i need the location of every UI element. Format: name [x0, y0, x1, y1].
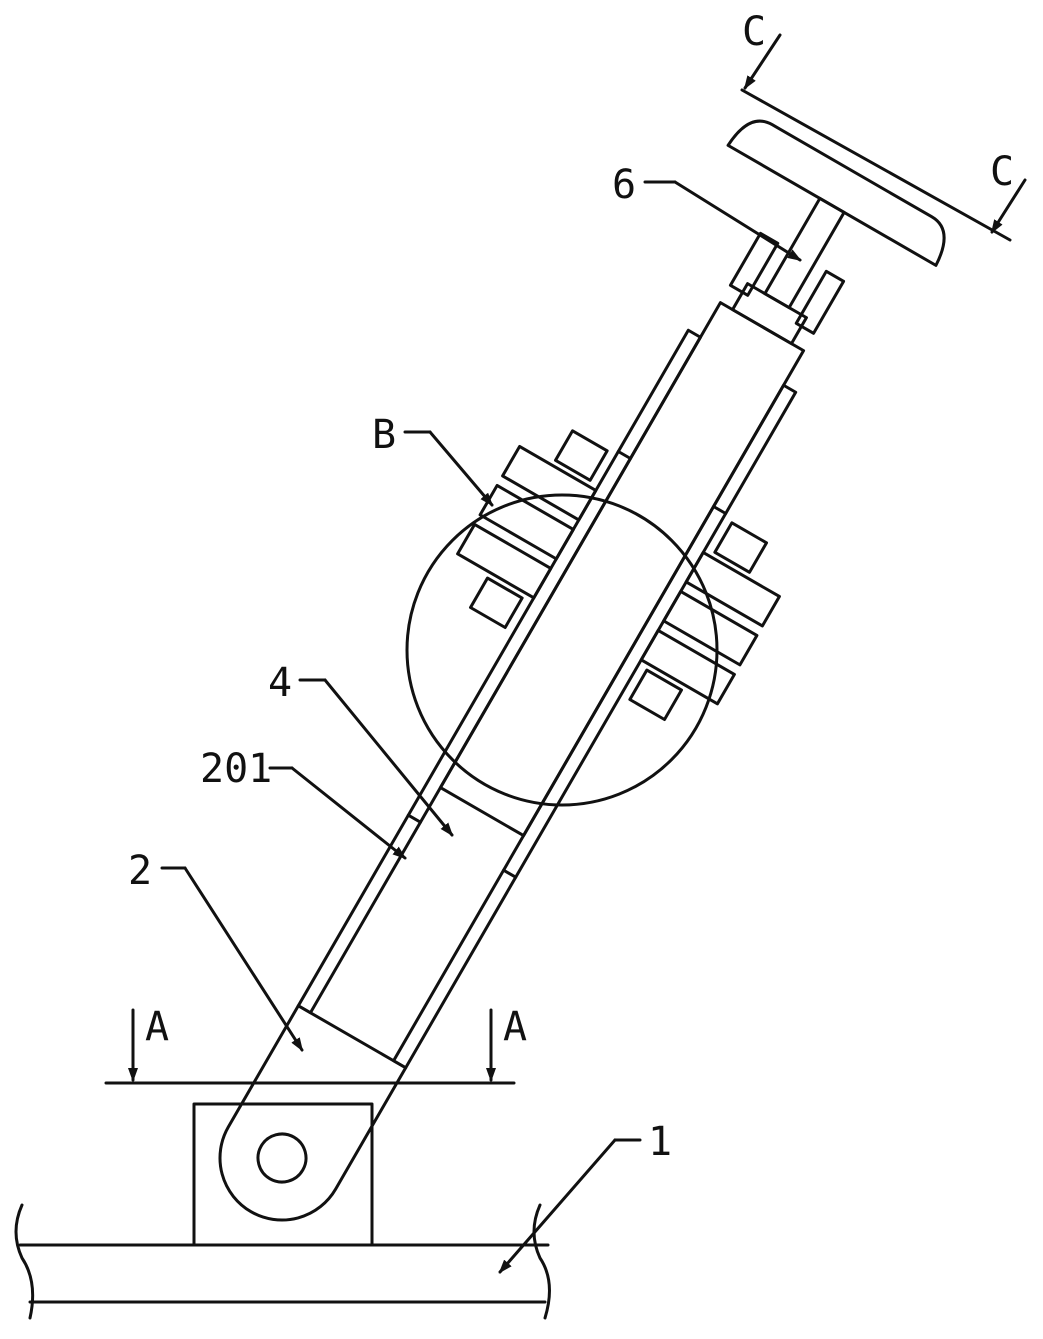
pivot-pin: [249, 1125, 315, 1191]
label-part-6: 6: [612, 162, 636, 208]
label-part-1: 1: [648, 1119, 672, 1165]
pivot-lug: [197, 1006, 405, 1243]
pad-head: [728, 111, 956, 266]
arm-assembly: [121, 96, 982, 1287]
label-part-2: 2: [128, 848, 152, 894]
detail-circle-b: [407, 495, 717, 805]
label-c-right: C: [990, 149, 1014, 195]
label-part-4: 4: [268, 660, 292, 706]
section-line-c: [742, 35, 1025, 240]
label-section-b: B: [372, 412, 396, 458]
guide-blocks-right: [621, 518, 799, 739]
base-plate: [16, 1205, 549, 1318]
leader-lines: [162, 182, 800, 1272]
label-a-left: A: [145, 1004, 169, 1050]
guide-blocks-left: [438, 412, 616, 633]
inner-rod: [440, 303, 803, 836]
label-part-201: 201: [200, 746, 272, 792]
top-bearing: [720, 181, 873, 350]
label-a-right: A: [503, 1004, 527, 1050]
label-c-left: C: [742, 9, 766, 55]
